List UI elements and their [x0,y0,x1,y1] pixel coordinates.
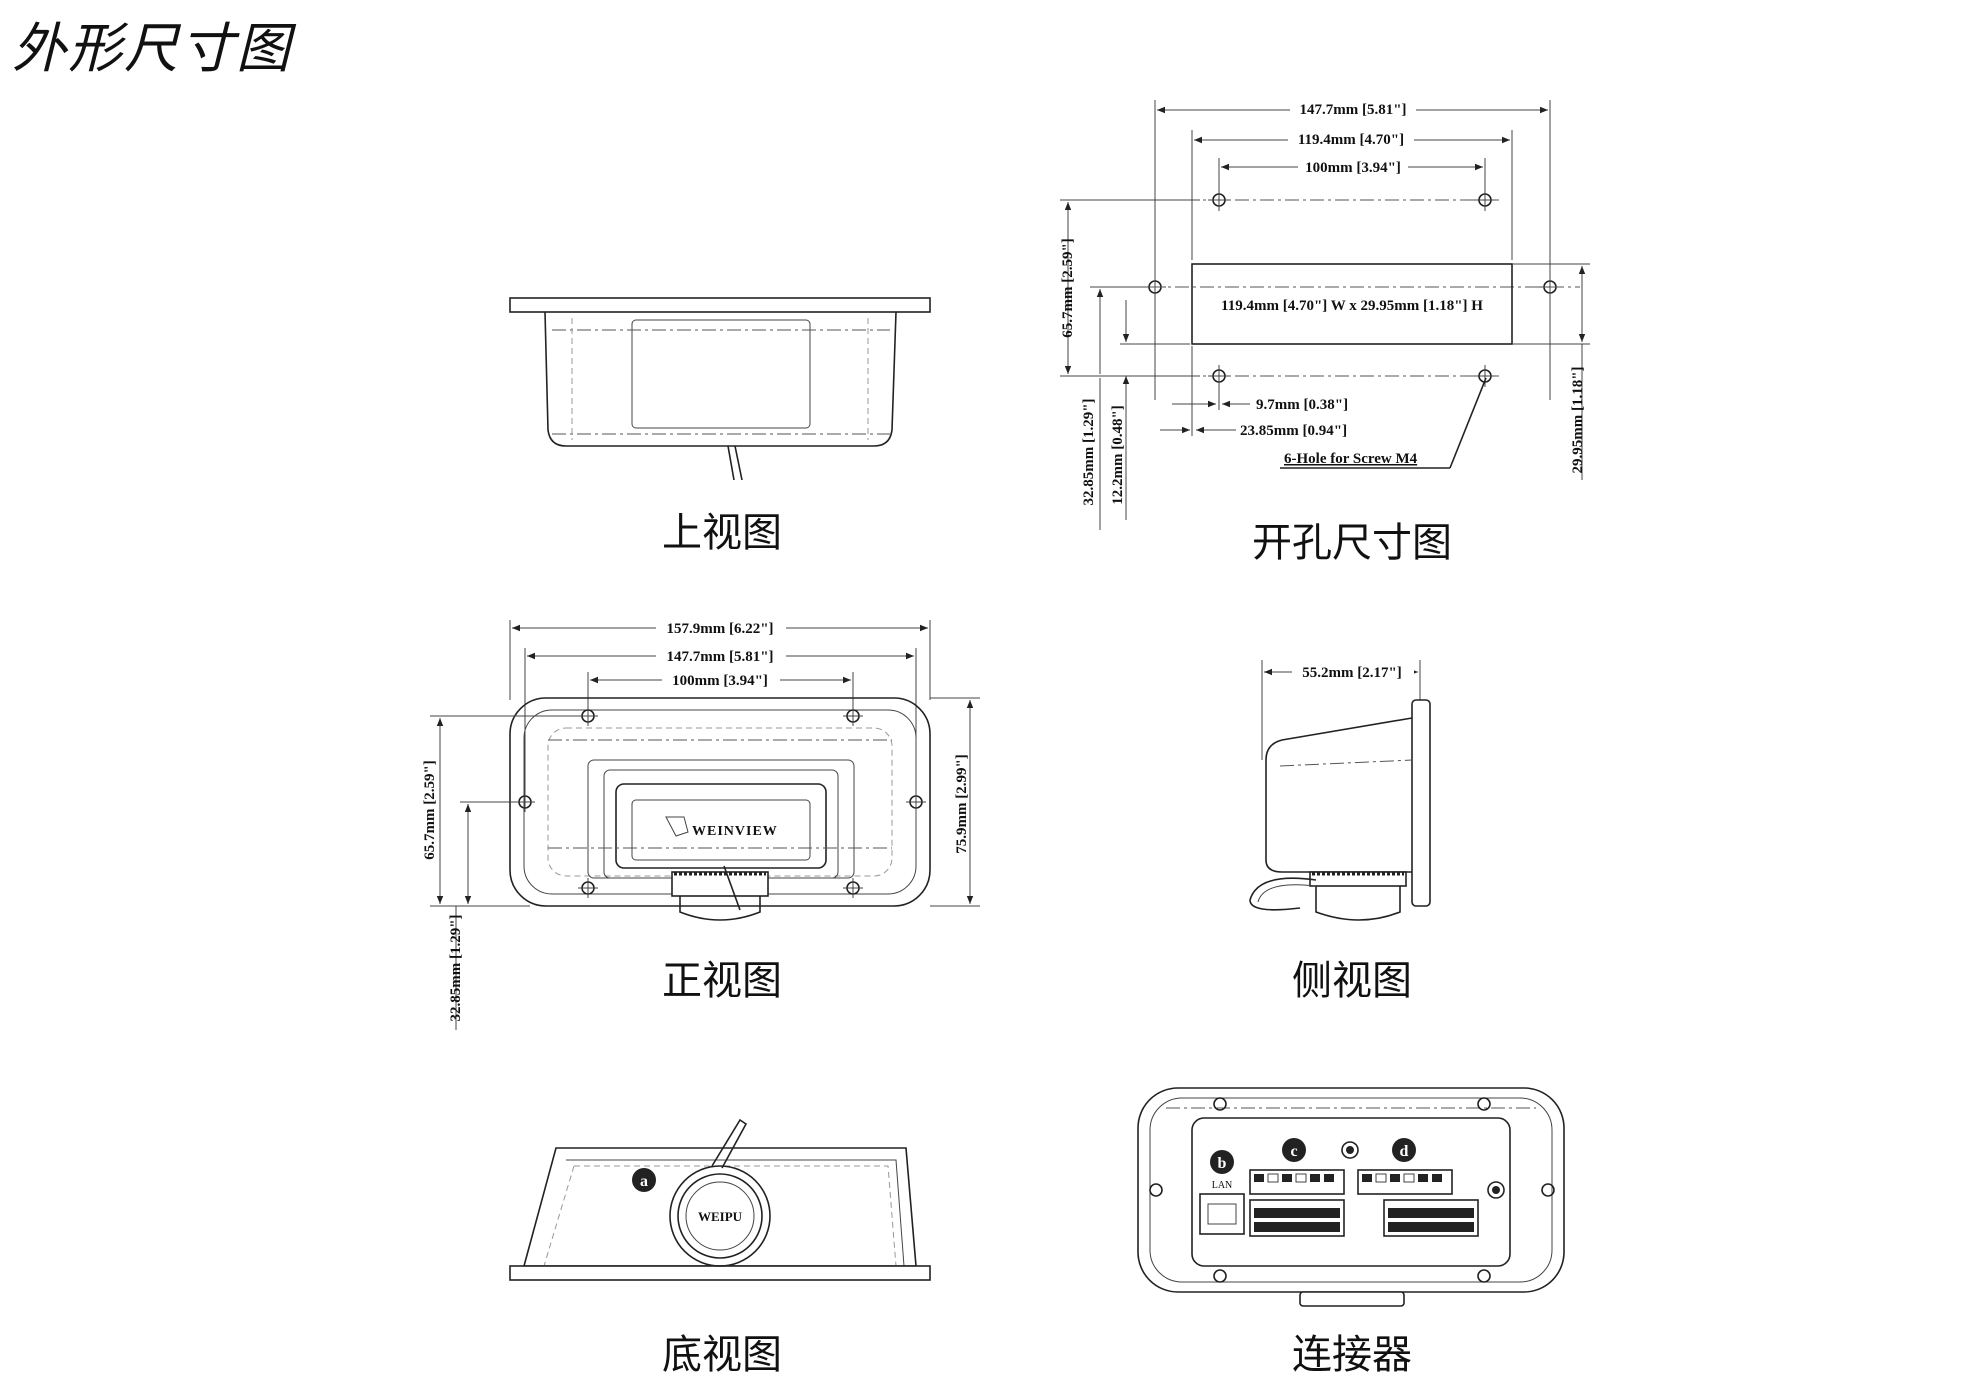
status-led [1341,1141,1359,1159]
svg-text:100mm [3.94"]: 100mm [3.94"] [672,673,768,689]
status-led-right [1487,1181,1505,1199]
svg-text:75.9mm [2.99"]: 75.9mm [2.99"] [954,754,970,854]
connector-view-caption: 连接器 [1292,1332,1412,1378]
svg-text:12.2mm [0.48"]: 12.2mm [0.48"] [1110,405,1126,505]
svg-text:29.95mm [1.18"]: 29.95mm [1.18"] [1570,366,1586,473]
front-screen [615,783,827,869]
svg-text:9.7mm [0.38"]: 9.7mm [0.38"] [1256,397,1348,413]
svg-text:147.7mm [5.81"]: 147.7mm [5.81"] [1299,102,1406,118]
svg-text:55.2mm [2.17"]: 55.2mm [2.17"] [1302,665,1402,681]
terminal-block-c [1249,1169,1345,1237]
front-view-caption: 正视图 [662,958,782,1004]
connector-view: b c d LAN [1137,1087,1565,1378]
svg-text:32.85mm [1.29"]: 32.85mm [1.29"] [1081,398,1097,505]
page-title: 外形尺寸图 [12,17,292,80]
marker-d [1392,1138,1416,1162]
side-cable [1249,877,1317,911]
cutout-view-caption: 开孔尺寸图 [1252,520,1452,566]
svg-text:32.85mm [1.29"]: 32.85mm [1.29"] [448,914,464,1021]
cutout-view: 147.7mm [5.81"] 119.4mm [4.70"] 100mm [3… [1060,98,1590,566]
top-view-body [544,311,897,447]
front-view: 157.9mm [6.22"] 147.7mm [5.81"] 100mm [3… [422,616,980,1030]
connector-holes [1149,1097,1555,1283]
bottom-view-caption: 底视图 [662,1332,782,1378]
side-connector [1315,886,1401,921]
cutout-rectangle [1191,263,1513,345]
top-view-flange [509,297,931,313]
svg-text:119.4mm [4.70"]: 119.4mm [4.70"] [1298,132,1404,148]
hole-note: 6-Hole for Screw M4 [1284,451,1418,467]
svg-text:147.7mm [5.81"]: 147.7mm [5.81"] [666,649,773,665]
svg-text:a: a [640,1173,648,1190]
terminal-block-d [1357,1169,1479,1237]
connector-panel [1191,1117,1511,1267]
side-body [1265,717,1413,873]
front-logo: WEINVIEW [692,824,778,839]
front-holes [515,706,926,898]
bottom-view: WEIPU a 底视图 [509,1118,931,1378]
lan-port [1199,1193,1245,1235]
top-view-screen [631,319,811,429]
top-view: 上视图 [509,297,931,556]
top-view-caption: 上视图 [662,510,782,556]
marker-c [1282,1138,1306,1162]
svg-text:157.9mm [6.22"]: 157.9mm [6.22"] [666,621,773,637]
marker-b [1210,1150,1234,1174]
connector-gland [1299,1291,1405,1307]
bottom-connector [669,1165,771,1267]
svg-text:23.85mm [0.94"]: 23.85mm [0.94"] [1240,423,1347,439]
side-view-caption: 侧视图 [1292,958,1412,1004]
side-flange [1411,699,1431,907]
svg-text:65.7mm [2.59"]: 65.7mm [2.59"] [422,760,438,860]
svg-text:65.7mm [2.59"]: 65.7mm [2.59"] [1060,238,1076,338]
svg-text:c: c [1290,1143,1297,1160]
svg-text:d: d [1400,1143,1409,1160]
cutout-holes [1144,189,1561,387]
cutout-label: 119.4mm [4.70"] W x 29.95mm [1.18"] H [1221,298,1483,314]
bottom-connector-logo: WEIPU [698,1209,743,1224]
lan-label: LAN [1212,1180,1233,1191]
svg-text:b: b [1218,1155,1227,1172]
front-connector [679,896,761,921]
logo-icon [665,816,689,837]
marker-a [632,1168,656,1192]
top-view-cable [734,445,743,481]
side-view: 55.2mm [2.17"] 侧视图 [1249,660,1431,1004]
bottom-flange [509,1265,931,1281]
svg-text:100mm [3.94"]: 100mm [3.94"] [1305,160,1401,176]
bottom-cable [711,1118,748,1169]
